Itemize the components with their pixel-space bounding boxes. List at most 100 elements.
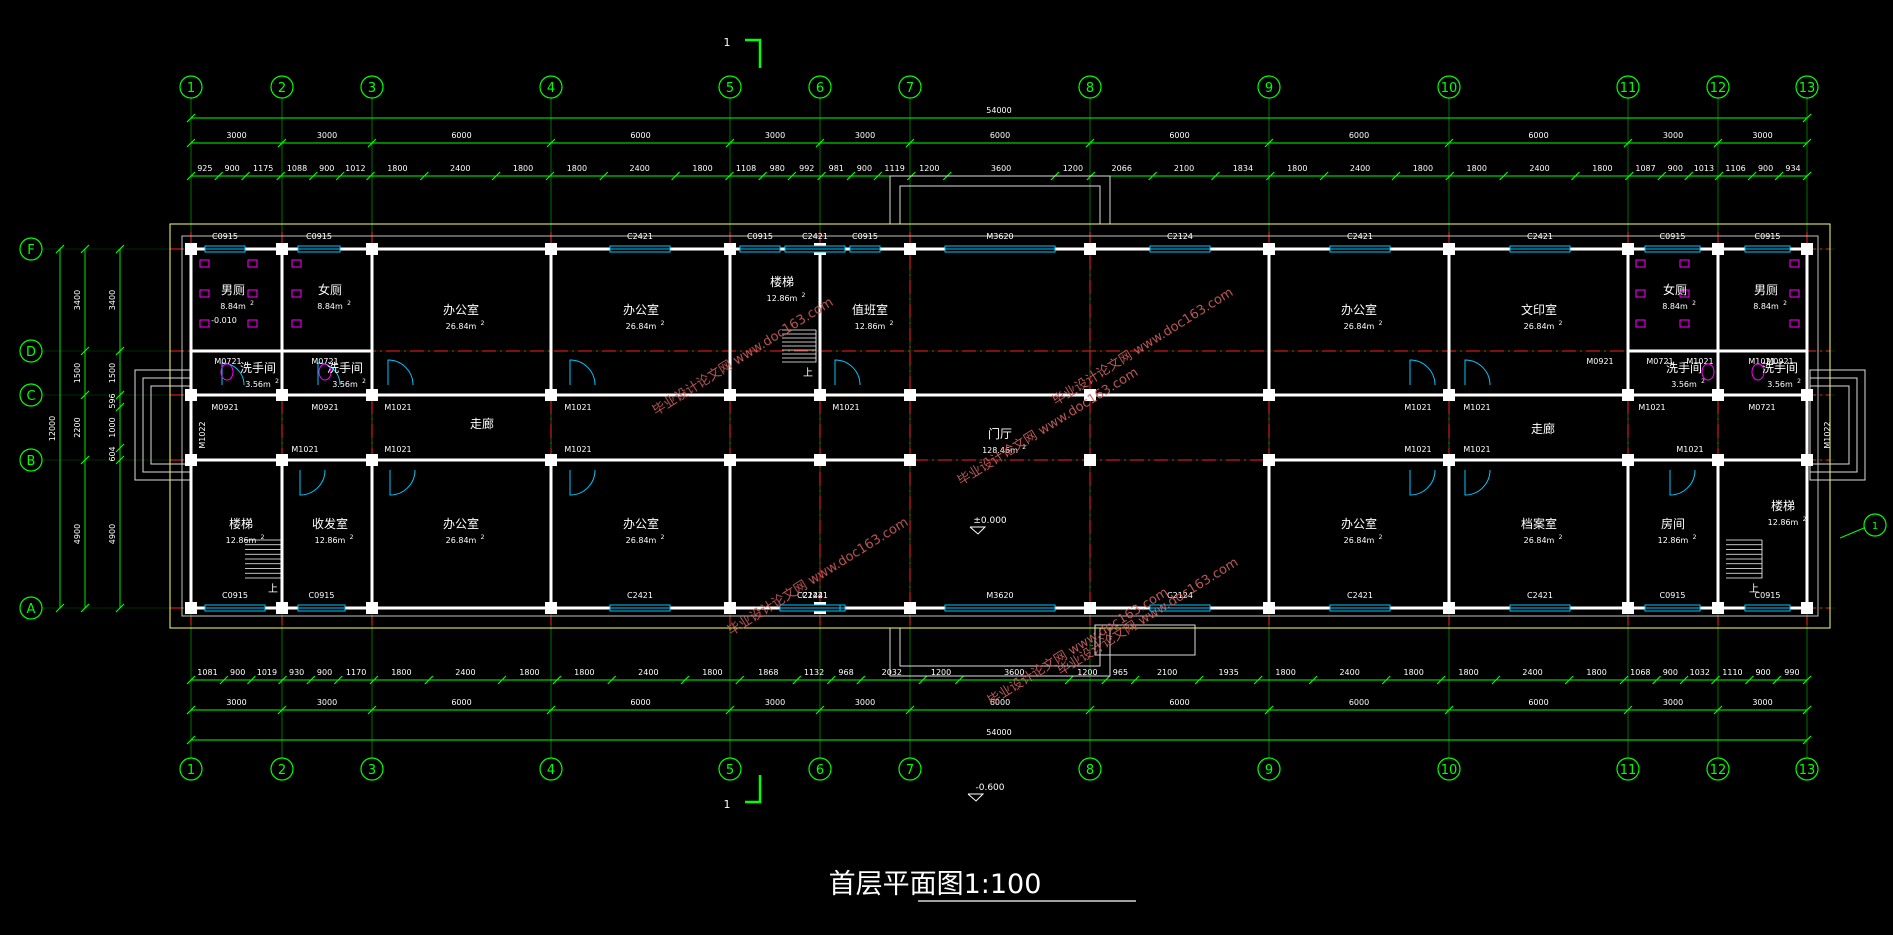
room-name: 洗手间 [1666,361,1702,375]
dim-bays-top-value: 3000 [226,131,246,140]
door-code: M1021 [1686,357,1713,366]
dim-detail-bottom-tick [1652,675,1662,685]
axis-number-11: 11 [1620,763,1637,778]
column [1263,389,1275,401]
dim-detail-top-value: 1088 [287,164,307,173]
dim-detail-top-tick [725,171,734,181]
detail-index-bubble [1863,513,1887,537]
dim-detail-bottom-tick [1381,675,1391,685]
column [1443,602,1455,614]
stair-up-label: 上 [803,367,813,379]
column [185,243,197,255]
window-code: C2421 [1347,232,1373,241]
axis-letter-D: D [26,345,36,360]
window-code: C2421 [1347,591,1373,600]
wash-basin [318,363,332,381]
column [724,243,736,255]
room-name: 女厕 [1663,282,1687,297]
room-area: 8.84m [317,302,343,311]
section-cut-top [745,38,762,68]
room-name: 房间 [1661,516,1685,531]
dim-detail-bottom-tick [1619,675,1629,685]
dim-detail-bottom-value: 3600 [1004,668,1024,677]
column [1712,389,1724,401]
axis-number-3: 3 [368,763,376,778]
column [545,243,557,255]
door-code: M1021 [1463,403,1490,412]
door-swing [1669,469,1696,496]
axis-number-10: 10 [1441,763,1458,778]
column [904,243,916,255]
room-name: 办公室 [443,516,479,531]
dim-detail-top-tick [1657,171,1667,181]
dim-bays-top-value: 6000 [1169,131,1189,140]
dim-bays-bottom-value: 3000 [1663,698,1683,707]
dim-detail-top-tick [1774,171,1784,181]
dim-detail-left-tick [115,244,125,254]
dim-detail-top-tick [214,171,224,181]
room-area-sup: 2 [1783,300,1787,307]
window-code: C0915 [1660,232,1686,241]
door-code: M1021 [564,445,591,454]
window-code: C2421 [627,591,653,600]
dim-detail-bottom-tick [369,675,379,685]
dim-detail-bottom-value: 968 [838,668,853,677]
room-area-sup: 2 [1693,534,1697,541]
room-area: 8.84m [220,302,246,311]
window-code: C0915 [306,232,332,241]
room-area-sup: 2 [350,534,354,541]
room-area-sup: 2 [275,378,279,385]
door-code: M1021 [1404,445,1431,454]
dim-bays-bottom-value: 6000 [1349,698,1369,707]
column [1622,389,1634,401]
dim-detail-top-tick [787,171,797,181]
column [1084,602,1096,614]
axis-number-12: 12 [1710,763,1727,778]
room-area-sup: 2 [261,534,265,541]
column [1622,243,1634,255]
column [1263,243,1275,255]
door-swing [221,362,245,386]
elevation-triangle [969,526,987,535]
dim-detail-bottom-tick [607,675,617,685]
dim-bays-bottom-value: 3000 [226,698,246,707]
detail-index-leader [1839,527,1865,539]
dim-bays-bottom-value: 6000 [630,698,650,707]
window-code: C0915 [1755,232,1781,241]
column [276,389,288,401]
dim-bays-top-value: 3000 [317,131,337,140]
toilet-fixture [247,319,258,328]
door-swing [299,469,326,496]
room-area: 12.86m [1658,536,1689,545]
door-swing [387,359,414,386]
axis-number-5: 5 [726,81,734,96]
dim-detail-top-tick [1211,171,1220,181]
column [1712,602,1724,614]
dim-detail-bottom-value: 1800 [1586,668,1606,677]
column [1622,602,1634,614]
toilet-fixture [1789,289,1800,298]
window-code: C2421 [627,232,653,241]
axis-number-11: 11 [1620,81,1637,96]
room-area-sup: 2 [1803,516,1807,523]
window-code: C0915 [309,591,335,600]
axis-number-9: 9 [1265,81,1273,96]
dim-bays-top-value: 6000 [1349,131,1369,140]
dim-detail-bottom-tick [1194,675,1204,685]
column [904,454,916,466]
dim-detail-bottom-tick [1436,675,1446,685]
column [1712,243,1724,255]
dim-detail-bottom-value: 1132 [804,668,824,677]
dim-detail-top-value: 2400 [1350,164,1370,173]
room-name: 走廊 [470,416,494,431]
axis-bubble [19,596,43,620]
column [1263,602,1275,614]
dim-detail-top-value: 1800 [1413,164,1433,173]
wash-basin [1751,363,1765,381]
dim-detail-bottom-tick [1101,675,1111,685]
column [1712,454,1724,466]
section-mark-bottom: 1 [724,798,731,811]
dim-detail-bottom-value: 1081 [197,668,217,677]
side-entry-step [1809,385,1850,465]
